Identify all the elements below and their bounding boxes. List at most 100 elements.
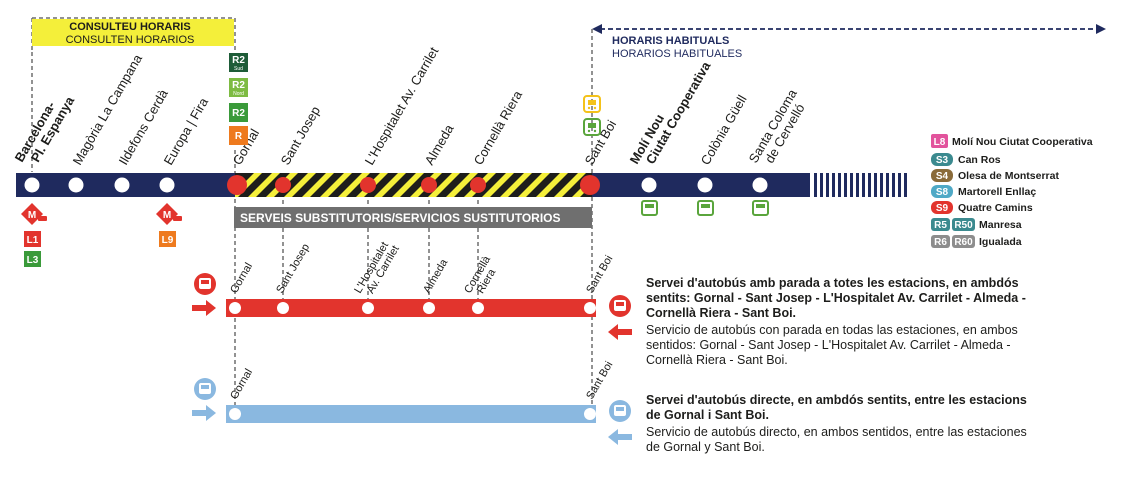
- bus-icon: [609, 400, 631, 422]
- metro-line-badge-l3: L3: [24, 251, 41, 267]
- tram-icon: [583, 118, 601, 136]
- r-label: R: [235, 131, 243, 142]
- sud-label: Sud: [234, 66, 243, 72]
- line-fade: [814, 173, 907, 197]
- r2-nord-badge-icon: R2 Nord: [229, 78, 248, 97]
- metro-logo-icon: M: [21, 203, 47, 225]
- svg-text:M: M: [28, 210, 36, 221]
- station-magoria-la-campana[interactable]: Magòria La Campana: [68, 51, 146, 193]
- r2-label: R2: [232, 55, 245, 66]
- svg-text:Olesa de Montserrat: Olesa de Montserrat: [958, 170, 1059, 182]
- tram-icon: [583, 95, 601, 113]
- consult-schedules-banner: CONSULTEU HORARIS CONSULTEN HORARIOS: [31, 17, 236, 52]
- bus-stop-gornal: Gornal: [228, 261, 255, 296]
- consult-banner-line1: CONSULTEU HORARIS: [69, 21, 190, 33]
- bus-connections: [641, 200, 769, 216]
- svg-text:L3: L3: [27, 255, 39, 266]
- metro-line-badge-l1: L1: [24, 231, 41, 247]
- habitual-banner-line2: HORARIOS HABITUALES: [612, 48, 742, 60]
- svg-text:Cornellà Riera - Sant Boi.: Cornellà Riera - Sant Boi.: [646, 306, 796, 320]
- bus-icon: [641, 200, 658, 216]
- svg-text:S3: S3: [936, 155, 949, 166]
- bus-icon: [194, 378, 216, 400]
- habitual-schedules-banner: HORARIS HABITUALS HORARIOS HABITUALES: [592, 24, 1106, 60]
- arrow-right-icon: [192, 300, 216, 316]
- svg-text:Cornellà Riera - Sant Boi.: Cornellà Riera - Sant Boi.: [646, 353, 788, 367]
- bus-icon: [609, 295, 631, 317]
- renfe-connections: R2 Sud R2 Nord R2 R: [229, 53, 248, 145]
- tram-icons: [583, 95, 601, 136]
- bus-stop-sant-josep: Sant Josep: [274, 242, 312, 296]
- svg-text:Quatre Camins: Quatre Camins: [958, 202, 1033, 214]
- legend-item-s4: S4 Olesa de Montserrat: [931, 169, 1059, 182]
- svg-text:Servei d'autobús directe, en a: Servei d'autobús directe, en ambdós sent…: [646, 393, 1027, 407]
- svg-text:Manresa: Manresa: [979, 219, 1022, 231]
- svg-text:S8: S8: [936, 187, 949, 198]
- svg-text:Can Ros: Can Ros: [958, 154, 1001, 166]
- svg-text:Molí Nou Ciutat Cooperativa: Molí Nou Ciutat Cooperativa: [952, 136, 1093, 148]
- main-line: [16, 173, 907, 197]
- svg-text:L8: L8: [934, 137, 946, 148]
- r2-label: R2: [232, 80, 245, 91]
- arrow-left-icon: [608, 429, 632, 445]
- replacement-services-bar: SERVEIS SUBSTITUTORIS/SERVICIOS SUSTITUT…: [234, 207, 592, 228]
- svg-text:R60: R60: [954, 237, 973, 248]
- svg-text:Servicio de autobús directo, e: Servicio de autobús directo, en ambos se…: [646, 425, 1027, 439]
- svg-text:de Gornal y Sant Boi.: de Gornal y Sant Boi.: [646, 440, 765, 454]
- svg-text:R5: R5: [934, 220, 947, 231]
- svg-text:R6: R6: [934, 237, 947, 248]
- r-badge-icon: R: [229, 126, 248, 145]
- svg-text:S4: S4: [936, 171, 949, 182]
- arrow-right-icon: [192, 405, 216, 421]
- svg-text:S9: S9: [936, 203, 949, 214]
- bus-stop-almeda: Almeda: [421, 256, 450, 295]
- nord-label: Nord: [233, 91, 244, 97]
- bus-stop-sant-boi: Sant Boi: [584, 253, 615, 295]
- svg-text:sentidos: Gornal - Sant Josep: sentidos: Gornal - Sant Josep - L'Hospit…: [646, 338, 1011, 352]
- station-hospitalet-av-carrilet[interactable]: L'Hospitalet Av. Carrilet: [360, 44, 442, 193]
- stations: Barcelona- Pl. Espanya Magòria La Campan…: [12, 44, 814, 195]
- svg-text:L9: L9: [162, 235, 174, 246]
- legend-item-l8: L8 Molí Nou Ciutat Cooperativa: [931, 134, 1093, 148]
- station-name: Sant Josep: [278, 104, 324, 168]
- bus-stop-gornal: Gornal: [228, 367, 255, 402]
- svg-text:de Gornal i Sant Boi.: de Gornal i Sant Boi.: [646, 408, 769, 422]
- arrow-right-icon: [1096, 24, 1106, 34]
- station-name: Almeda: [422, 121, 457, 167]
- legend-item-r5: R5 R50 Manresa: [931, 218, 1022, 231]
- legend-item-r6: R6 R60 Igualada: [931, 235, 1022, 248]
- svg-text:M: M: [163, 210, 171, 221]
- station-moli-nou[interactable]: Molí Nou Ciutat Cooperativa: [627, 51, 714, 193]
- svg-text:Martorell Enllaç: Martorell Enllaç: [958, 186, 1036, 198]
- svg-text:Barcelona- Pl. Espanya: Barcelona- Pl. Espanya: [12, 86, 78, 171]
- station-name: Colònia Güell: [698, 92, 750, 167]
- legend-item-s8: S8 Martorell Enllaç: [931, 185, 1036, 198]
- bus-icon: [697, 200, 714, 216]
- svg-text:L1: L1: [27, 235, 39, 246]
- r2-sud-badge-icon: R2 Sud: [229, 53, 248, 72]
- bus-icon: [752, 200, 769, 216]
- bus-stop-sant-boi: Sant Boi: [584, 359, 615, 401]
- svg-text:Igualada: Igualada: [979, 236, 1022, 248]
- svg-text:Servicio de autobús con parada: Servicio de autobús con parada en todas …: [646, 323, 1018, 337]
- bus-direct-line: Gornal Sant Boi: [192, 359, 632, 445]
- metro-connections: M L1 L3 M L9: [21, 203, 182, 267]
- arrow-left-icon: [608, 324, 632, 340]
- svg-text:L'Hospitalet Av. Carrile: L'Hospitalet Av. Carrilet: [352, 237, 402, 301]
- metro-logo-icon: M: [156, 203, 182, 225]
- arrow-left-icon: [592, 24, 602, 34]
- svg-text:Santa Coloma de Cervel: Santa Coloma de Cervelló: [746, 84, 814, 173]
- station-name: Europa | Fira: [161, 94, 212, 167]
- bus-icon: [194, 273, 216, 295]
- metro-line-badge-l9: L9: [159, 231, 176, 247]
- replacement-label: SERVEIS SUBSTITUTORIS/SERVICIOS SUSTITUT…: [240, 211, 561, 225]
- bus-all-stops-line: Gornal Sant Josep L'Hospitalet Av. Carri…: [192, 237, 632, 340]
- bus-all-stops-note: Servei d'autobús amb parada a totes les …: [646, 276, 1026, 367]
- legend-item-s3: S3 Can Ros: [931, 153, 1001, 166]
- r2-label: R2: [232, 108, 245, 119]
- svg-text:Cornellà Riera: Cornellà Riera: [462, 251, 504, 301]
- r2-badge-icon: R2: [229, 103, 248, 122]
- svg-text:R50: R50: [954, 220, 973, 231]
- station-name: Cornellà Riera: [471, 87, 526, 167]
